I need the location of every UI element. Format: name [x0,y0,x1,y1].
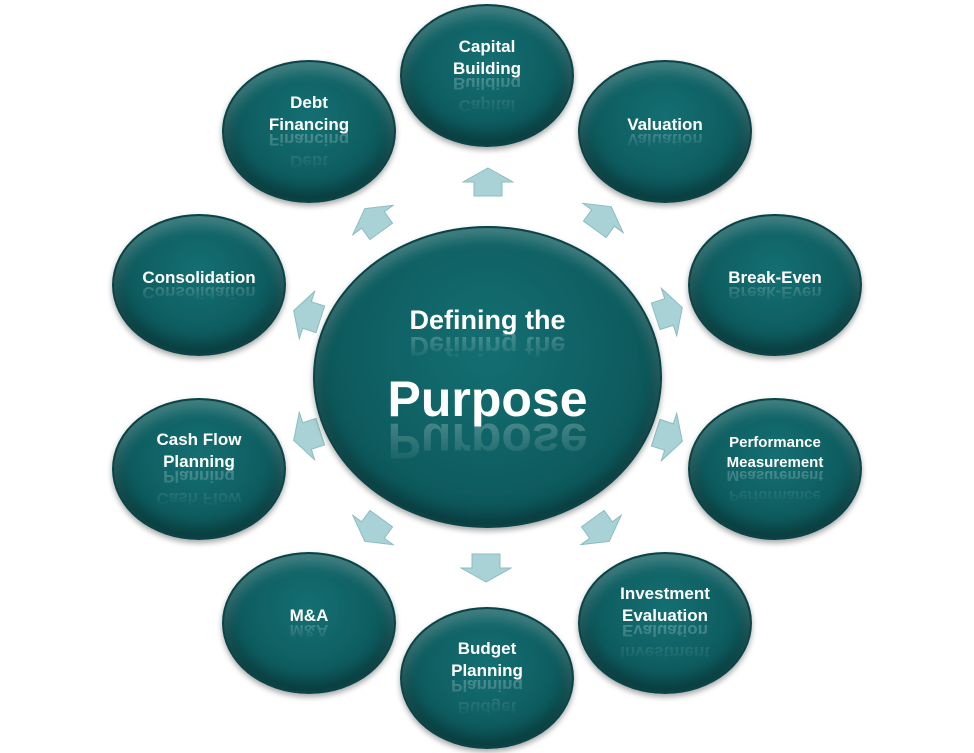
arrow-icon [647,408,692,467]
node-label: Debt Financing [268,92,350,134]
node-performance-measurement: Performance Measurement Performance Meas… [688,398,862,540]
node-capital-building: Capital Building Capital Building [400,4,574,147]
arrow-icon [573,191,633,246]
node-investment-evaluation: Investment Evaluation Investment Evaluat… [578,552,752,694]
arrow-icon [460,553,512,583]
node-label: Investment Evaluation [620,584,710,625]
center-title-line1: Defining the [409,305,566,335]
node-break-even: Break-Even Break-Even [688,214,862,356]
node-cash-flow-planning: Cash Flow Planning Cash Flow Planning [112,398,286,540]
node-label: Cash Flow Planning [156,430,242,471]
center-title-line2: Purpose [387,371,588,427]
node-consolidation: Consolidation Consolidation [112,214,286,356]
node-m-and-a: M&A M&A [222,552,396,694]
node-label: Consolidation [142,268,256,287]
node-label: Valuation [627,114,703,134]
node-label: Capital Building [453,36,521,78]
node-label: Break-Even [728,268,822,287]
arrow-icon [285,407,330,466]
arrow-icon [343,193,403,248]
arrow-icon [647,283,692,342]
arrow-icon [571,503,631,558]
arrow-icon [343,503,403,558]
arrow-icon [462,167,514,197]
node-label: Budget Planning [451,639,523,680]
node-debt-financing: Debt Financing Debt Financing [222,60,396,203]
center-node: Defining the Defining the Purpose Purpos… [313,226,662,528]
node-label: Performance Measurement [726,434,824,471]
node-label: M&A [289,606,329,625]
arrow-icon [285,286,330,345]
node-budget-planning: Budget Planning Budget Planning [400,607,574,749]
node-valuation: Valuation Valuation [578,60,752,203]
